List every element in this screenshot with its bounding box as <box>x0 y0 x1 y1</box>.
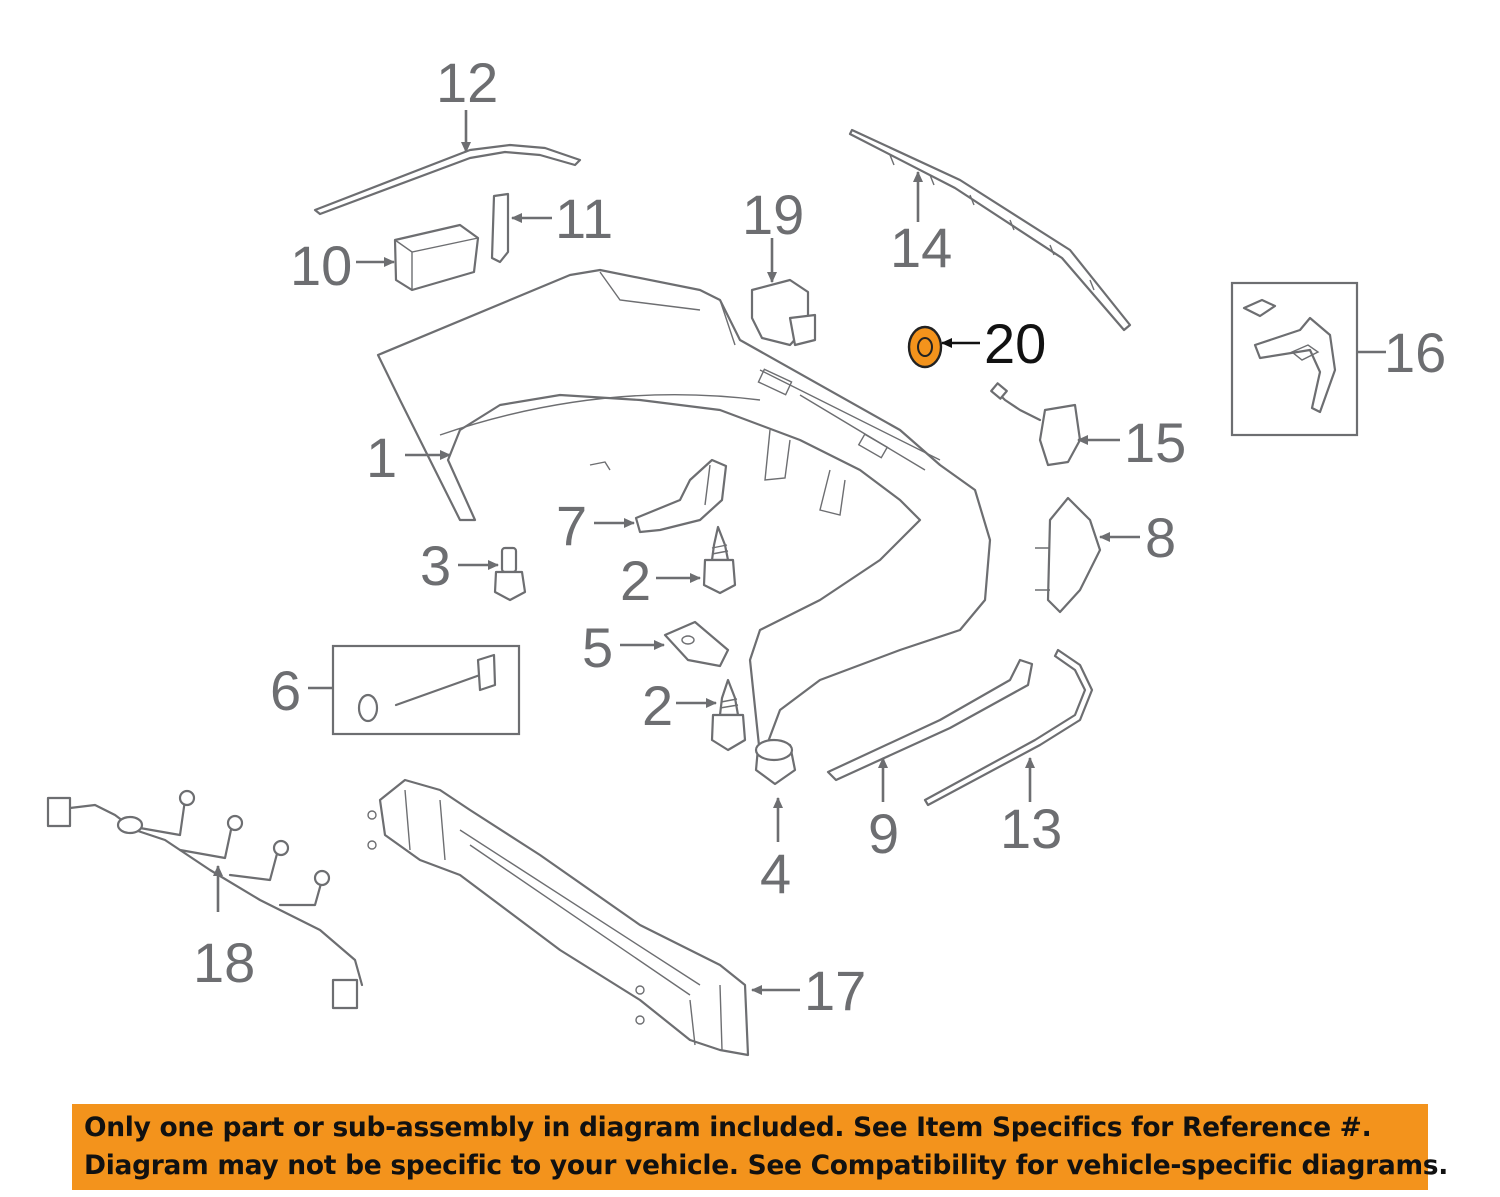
lower-guide-part <box>826 658 1034 782</box>
callout-1: 1 <box>366 426 397 489</box>
callout-19: 19 <box>742 183 804 246</box>
callout-13: 13 <box>1000 797 1062 860</box>
callout-7: 7 <box>556 494 587 557</box>
callout-16: 16 <box>1384 321 1446 384</box>
corner-bracket-part <box>1035 496 1102 614</box>
callout-3: 3 <box>420 534 451 597</box>
callout-5: 5 <box>582 616 613 679</box>
callout-2-lower: 2 <box>642 674 673 737</box>
callout-11: 11 <box>555 187 613 250</box>
sensor-module-part <box>990 382 1082 467</box>
callout-6: 6 <box>270 659 301 722</box>
screw-part-upper <box>702 525 737 595</box>
callout-arrows <box>213 110 1386 995</box>
mount-bracket-part <box>634 458 728 534</box>
side-bracket-kit-part <box>1230 281 1359 437</box>
sensor-housing-part <box>750 278 817 347</box>
callout-18: 18 <box>193 931 255 994</box>
impact-bar-part <box>367 778 750 1057</box>
callout-14: 14 <box>890 216 952 279</box>
callout-15: 15 <box>1124 411 1186 474</box>
wire-harness-part <box>46 789 364 1010</box>
screw-part-lower <box>710 678 747 752</box>
pin-kit-part <box>331 644 521 736</box>
callout-12: 12 <box>436 51 498 114</box>
clip-part <box>490 192 510 264</box>
callout-labels: 1 2 2 3 4 5 6 7 8 9 10 11 12 13 14 15 16… <box>193 51 1446 1022</box>
parts-diagram: 1 2 2 3 4 5 6 7 8 9 10 11 12 13 14 15 16… <box>46 51 1446 1057</box>
bumper-cover-part <box>376 268 992 757</box>
reinforcement-strip-part <box>848 128 1132 332</box>
callout-9: 9 <box>868 802 899 865</box>
callout-20-highlighted: 20 <box>984 312 1046 375</box>
push-nut-part <box>754 738 797 786</box>
notice-banner: Only one part or sub-assembly in diagram… <box>72 1104 1449 1190</box>
callout-4: 4 <box>760 842 791 905</box>
lower-molding-part <box>923 648 1094 807</box>
sensor-bracket-part <box>393 223 480 292</box>
bolt-part <box>493 546 527 602</box>
upper-molding-part <box>313 143 582 216</box>
callout-10: 10 <box>290 234 352 297</box>
notice-line-1: Only one part or sub-assembly in diagram… <box>84 1112 1372 1143</box>
callout-17: 17 <box>804 959 866 1022</box>
callout-2-upper: 2 <box>620 549 651 612</box>
clip-nut-part <box>663 620 730 668</box>
notice-line-2: Diagram may not be specific to your vehi… <box>84 1150 1449 1181</box>
callout-8: 8 <box>1145 506 1176 569</box>
grommet-part-highlighted <box>907 325 943 369</box>
